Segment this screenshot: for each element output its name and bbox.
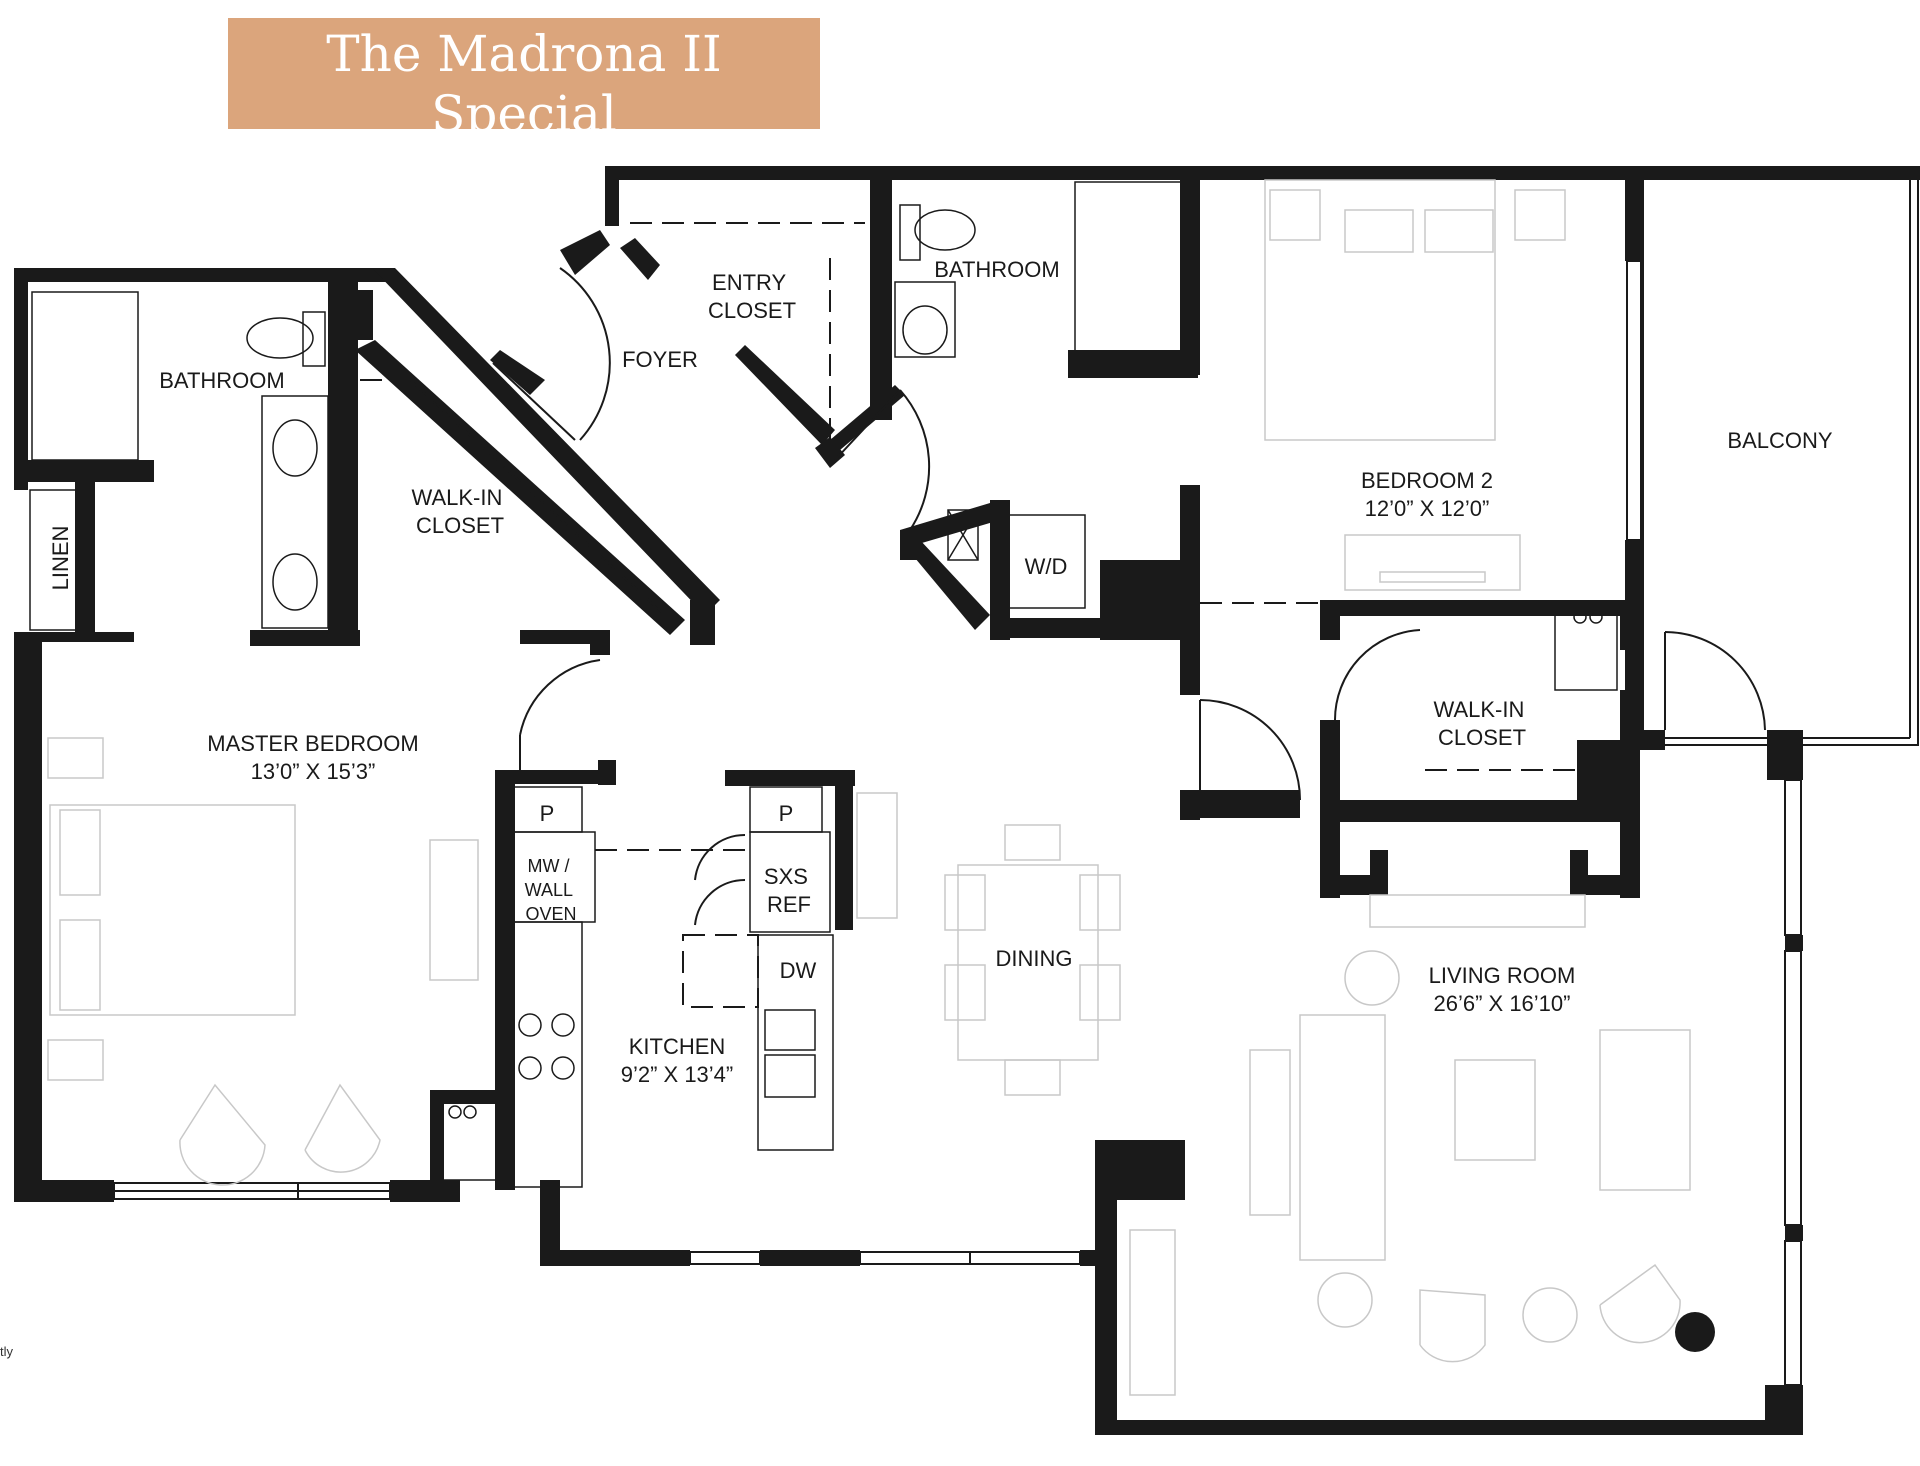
label-foyer: FOYER (622, 347, 698, 372)
label-sxs-ref: SXS REF (764, 864, 814, 917)
label-entry-closet-line1: ENTRY (712, 270, 786, 295)
kitchen-island (757, 934, 834, 1151)
label-kitchen-size: 9’2” X 13’4” (621, 1062, 734, 1087)
furniture (47, 179, 1691, 1396)
title-banner: The Madrona II Special Two Bedroom End (228, 18, 820, 179)
margin-note: tly (0, 1344, 13, 1359)
floor-lamp-icon (1675, 1312, 1715, 1352)
fixtures (29, 181, 1618, 1188)
label-walkin-1: WALK-IN CLOSET (412, 485, 509, 538)
label-master-bedroom: MASTER BEDROOM (207, 731, 418, 756)
label-living-room-size: 26’6” X 16’10” (1434, 991, 1571, 1016)
label-dining: DINING (996, 946, 1073, 971)
label-bathroom-1: BATHROOM (159, 368, 284, 393)
label-living-room: LIVING ROOM (1429, 963, 1576, 988)
walls (14, 166, 1920, 1435)
room-labels: ENTRY CLOSET BATHROOM FOYER BATHROOM WAL… (48, 257, 1833, 1087)
master-shower (31, 291, 139, 461)
label-walkin-2: WALK-IN CLOSET (1434, 697, 1531, 750)
bed-2 (1264, 179, 1496, 441)
dashed-lines (360, 222, 1575, 1008)
label-pantry-2: P (779, 801, 794, 826)
label-balcony: BALCONY (1727, 428, 1832, 453)
washer-icon (431, 1094, 499, 1181)
label-master-bedroom-size: 13’0” X 15’3” (251, 759, 376, 784)
bath2-shower (1074, 181, 1184, 353)
sofa (1299, 1014, 1386, 1261)
hearth (1369, 894, 1586, 928)
sink-icon (272, 419, 318, 477)
label-bedroom-2-size: 12’0” X 12’0” (1365, 496, 1490, 521)
label-bathroom-2: BATHROOM (934, 257, 1059, 282)
label-bedroom-2: BEDROOM 2 (1361, 468, 1493, 493)
sink-icon (272, 553, 318, 611)
windows (113, 169, 1919, 1435)
bath2-toilet (914, 209, 976, 251)
plan-title: The Madrona II Special (326, 25, 722, 143)
label-pantry-1: P (540, 801, 555, 826)
doors (492, 267, 1766, 926)
label-linen: LINEN (48, 526, 73, 591)
label-mw-oven: MW / WALL OVEN (525, 856, 578, 924)
master-vanity (261, 395, 329, 629)
washer-dryer (1004, 514, 1086, 609)
label-wd: W/D (1025, 554, 1068, 579)
label-entry-closet-line2: CLOSET (708, 298, 796, 323)
label-kitchen: KITCHEN (629, 1034, 726, 1059)
sink-icon (902, 305, 948, 355)
master-toilet (246, 317, 314, 359)
label-dw: DW (780, 958, 817, 983)
label-entry-closet: ENTRY CLOSET (708, 270, 796, 323)
master-bed (49, 804, 296, 1016)
